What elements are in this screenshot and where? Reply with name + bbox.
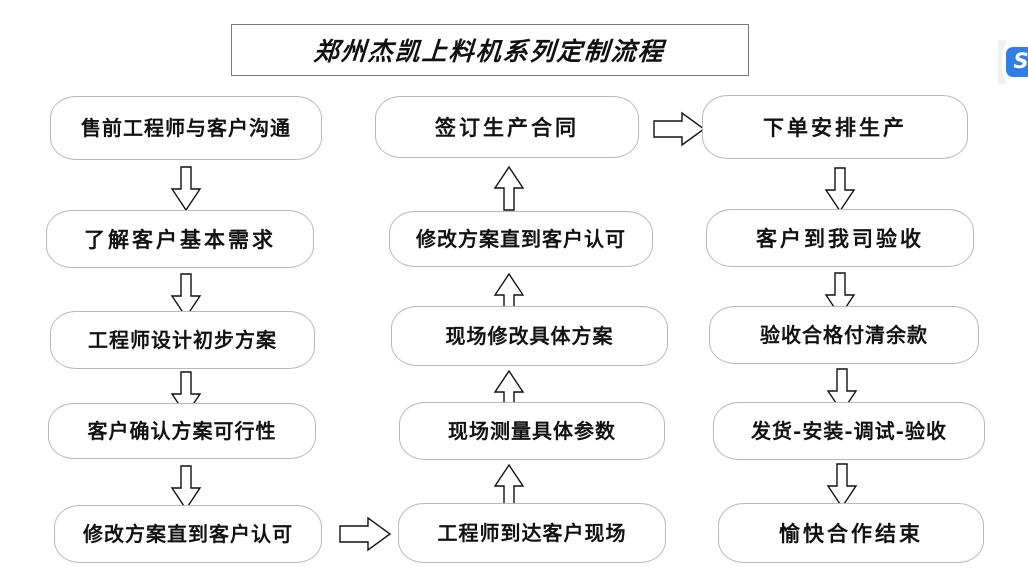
node-col2-engineer-arrives-onsite[interactable]: 工程师到达客户现场	[398, 503, 666, 563]
node-col1-presales-communication[interactable]: 售前工程师与客户沟通	[50, 96, 322, 160]
node-label: 客户确认方案可行性	[87, 419, 277, 443]
arrow-down-col3-4	[823, 463, 861, 509]
chart-title-box: 郑州杰凯上料机系列定制流程	[231, 24, 749, 76]
chart-title-text: 郑州杰凯上料机系列定制流程	[313, 37, 667, 66]
node-col1-understand-needs[interactable]: 了解客户基本需求	[46, 210, 314, 268]
node-label: 修改方案直到客户认可	[416, 227, 626, 251]
node-col3-happy-cooperation-end[interactable]: 愉快合作结束	[718, 503, 984, 563]
arrow-down-col3-2	[821, 272, 859, 318]
node-col2-revise-until-approved[interactable]: 修改方案直到客户认可	[389, 211, 653, 267]
node-col2-sign-production-contract[interactable]: 签订生产合同	[375, 96, 639, 158]
node-col3-customer-inspection-at-factory[interactable]: 客户到我司验收	[706, 209, 974, 267]
node-label: 客户到我司验收	[756, 225, 924, 251]
node-label: 了解客户基本需求	[84, 226, 276, 252]
watermark-logo-badge[interactable]: S	[1006, 47, 1028, 77]
arrow-right-col1-to-col2	[339, 516, 392, 552]
arrow-up-col2-1	[490, 165, 528, 211]
node-col1-customer-confirm-feasibility[interactable]: 客户确认方案可行性	[48, 403, 316, 459]
logo-s-icon: S	[1013, 48, 1028, 73]
node-col3-ship-install-debug-accept[interactable]: 发货-安装-调试-验收	[713, 402, 985, 460]
badge-backdrop	[998, 40, 1006, 84]
node-col3-place-order-production[interactable]: 下单安排生产	[702, 95, 968, 159]
node-col2-onsite-revise-plan[interactable]: 现场修改具体方案	[391, 306, 668, 366]
node-label: 愉快合作结束	[779, 520, 923, 546]
node-label: 修改方案直到客户认可	[83, 522, 293, 546]
node-label: 工程师到达客户现场	[437, 521, 627, 545]
node-col1-revise-until-approved[interactable]: 修改方案直到客户认可	[54, 505, 322, 563]
node-label: 发货-安装-调试-验收	[751, 419, 947, 443]
node-label: 现场修改具体方案	[445, 324, 614, 348]
node-label: 验收合格付清余款	[760, 323, 928, 347]
node-col3-pay-balance-after-acceptance[interactable]: 验收合格付清余款	[709, 306, 979, 364]
arrow-down-col1-2	[167, 273, 205, 319]
node-col1-engineer-draft-plan[interactable]: 工程师设计初步方案	[50, 311, 315, 369]
arrow-down-col3-1	[821, 167, 859, 213]
arrow-down-col1-1	[167, 166, 205, 212]
node-label: 签订生产合同	[435, 114, 579, 140]
arrow-right-col2-to-col3	[653, 111, 706, 147]
node-col2-onsite-measure-params[interactable]: 现场测量具体参数	[399, 402, 665, 460]
node-label: 工程师设计初步方案	[88, 328, 277, 352]
arrow-down-col1-4	[167, 465, 205, 511]
node-label: 下单安排生产	[763, 114, 907, 140]
node-label: 售前工程师与客户沟通	[81, 116, 291, 140]
arrow-down-col3-3	[823, 368, 861, 414]
node-label: 现场测量具体参数	[448, 419, 616, 443]
